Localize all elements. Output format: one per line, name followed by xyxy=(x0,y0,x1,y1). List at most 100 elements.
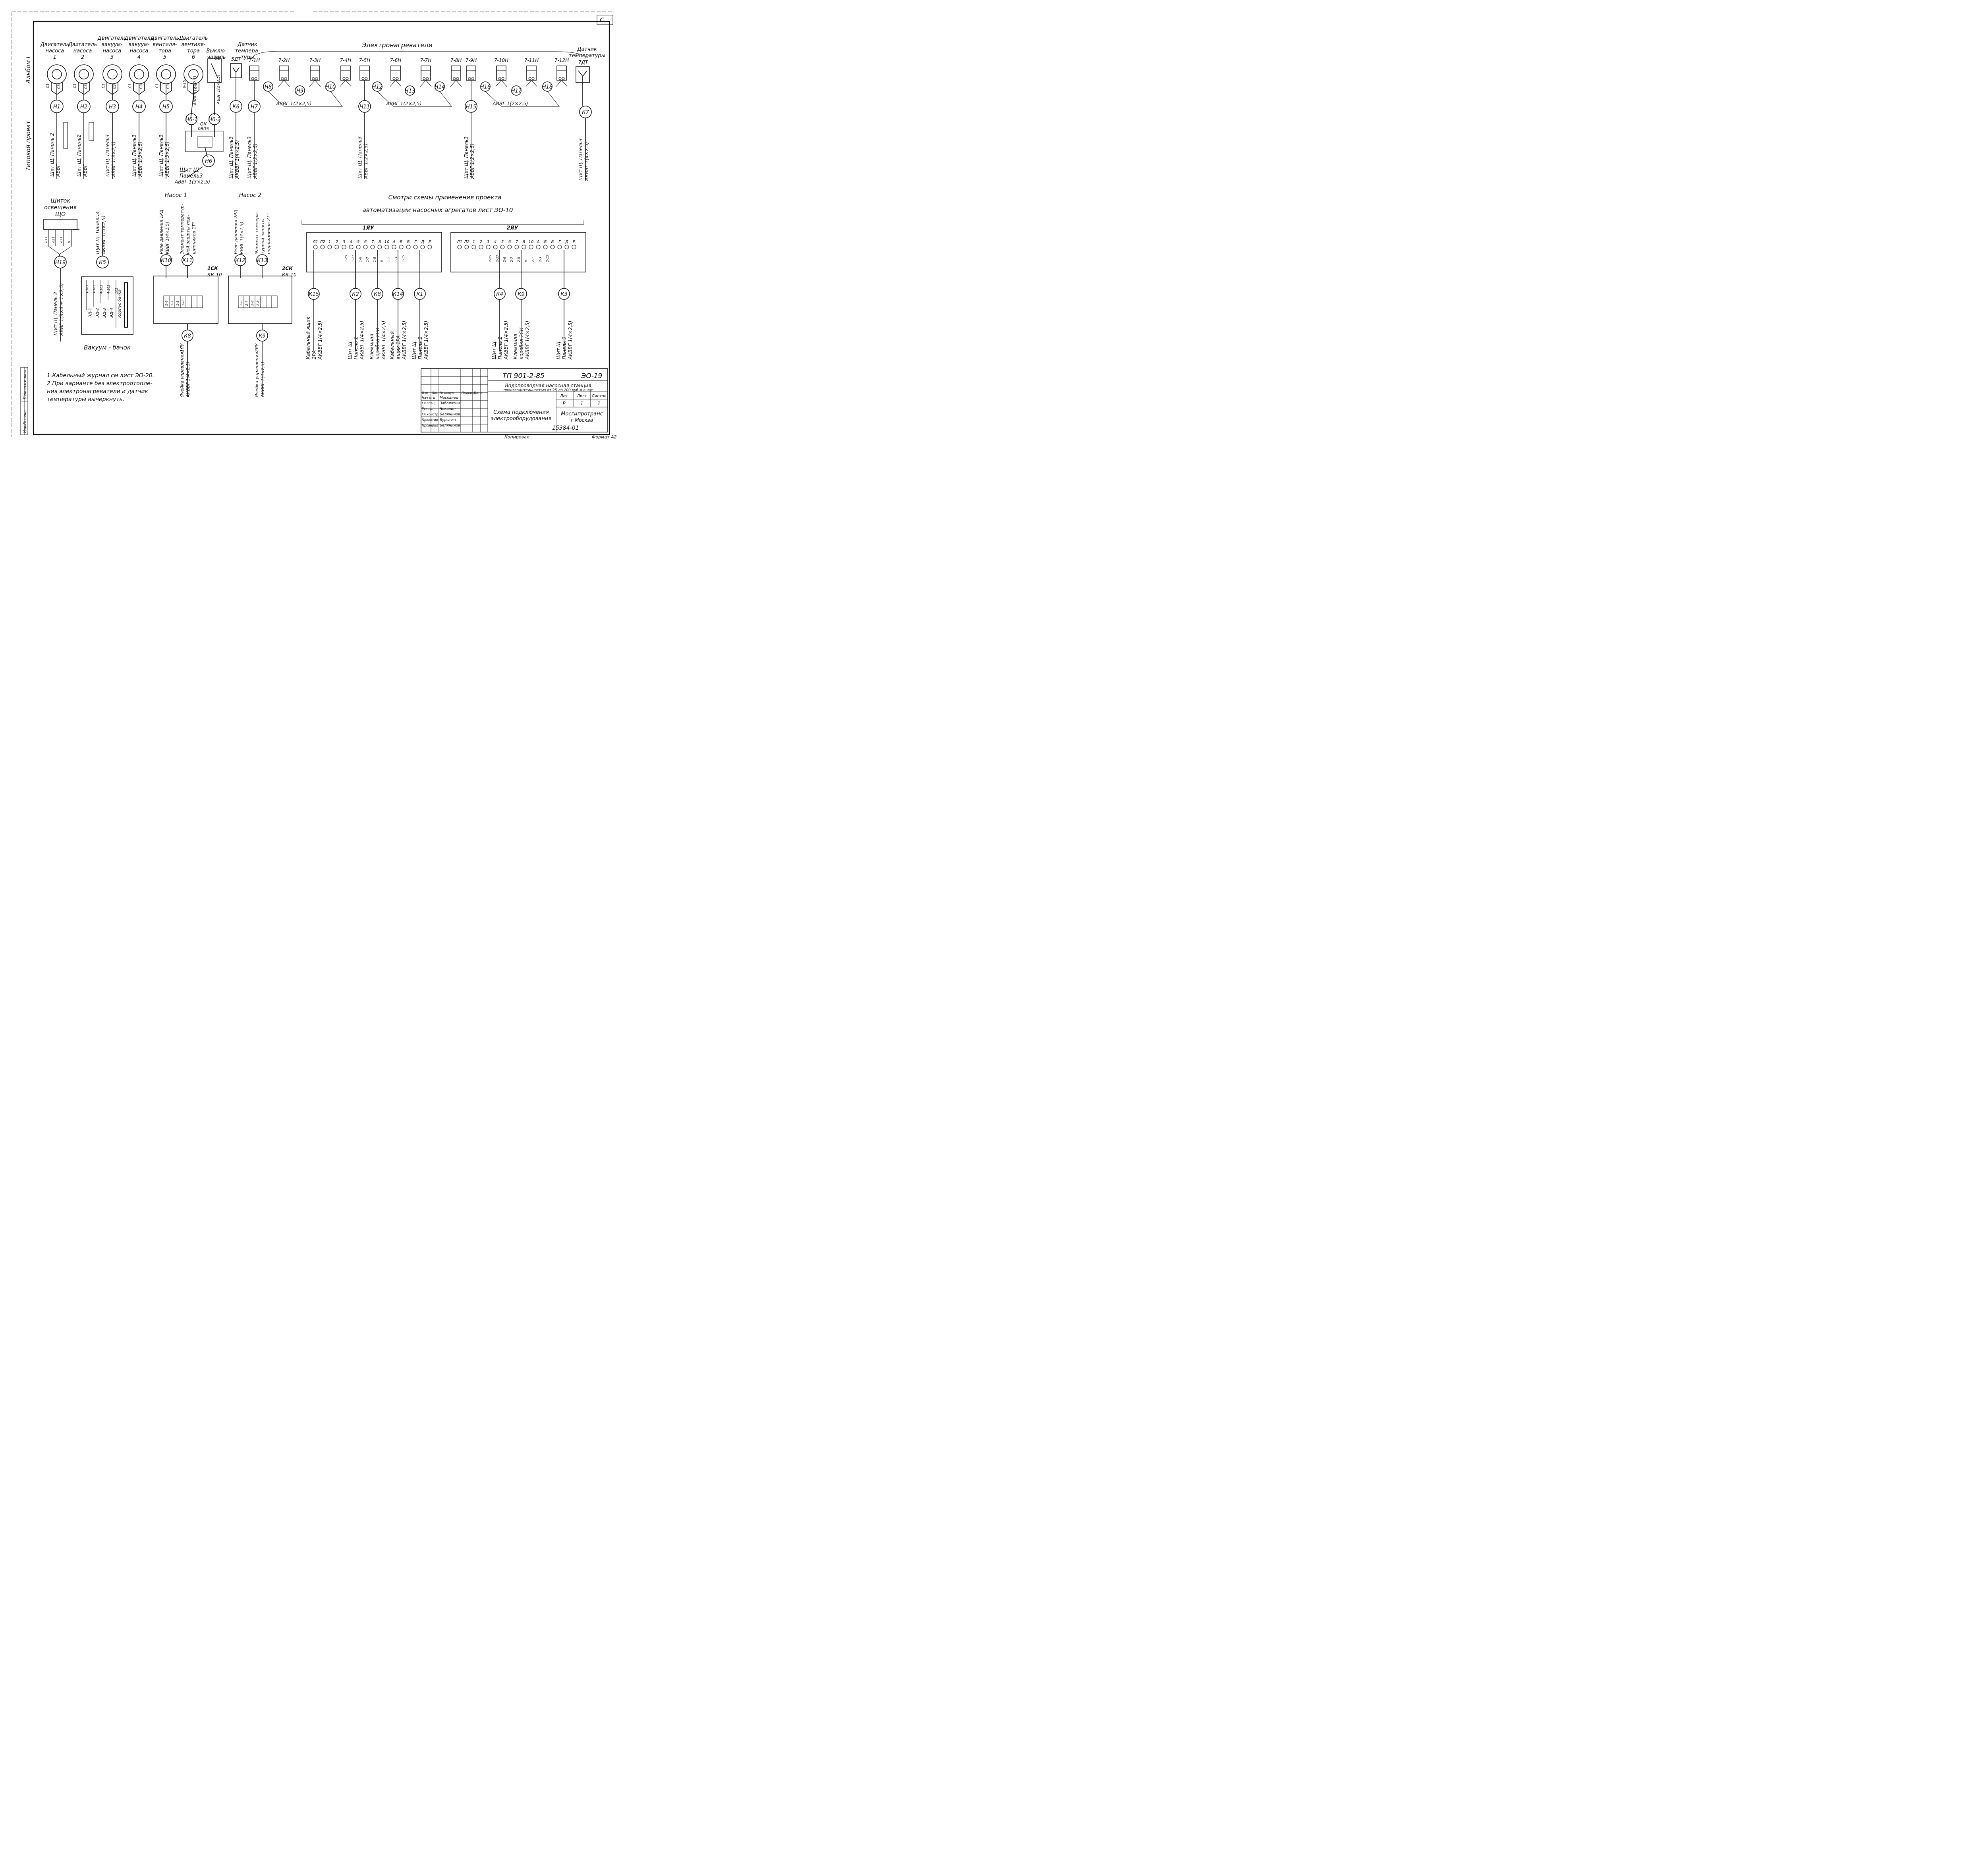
heater-8 xyxy=(451,66,461,81)
label: АВВГ 1(2×2,5) xyxy=(193,76,197,106)
node-label: К11 xyxy=(182,258,193,264)
terminal xyxy=(507,245,512,249)
node-label: Н18 xyxy=(542,84,553,90)
label: 2-7 xyxy=(245,300,249,306)
node-label: Н9 xyxy=(296,88,303,94)
heater-5 xyxy=(359,66,370,81)
archive-number: 15384-01 xyxy=(552,425,579,431)
terminal xyxy=(197,295,203,308)
note: 1.Кабельный журнал см лист ЭО-20. xyxy=(47,372,154,379)
label: Р xyxy=(562,401,566,406)
label: АКВВГ 1(4×2,5) xyxy=(260,362,265,398)
label: Лит xyxy=(560,394,568,398)
header-brace xyxy=(254,51,588,58)
header-label: вакуум- xyxy=(101,42,123,48)
label: АКВВГ 1(4×2,5) xyxy=(185,362,191,398)
control-cell xyxy=(306,232,442,272)
label: Щит Щ. xyxy=(491,340,497,359)
terminal xyxy=(420,245,425,249)
header-label: Выклю- xyxy=(207,48,227,54)
title-col: Лист xyxy=(431,391,440,395)
label: АКВВГ 1(4×2,5) xyxy=(525,321,530,360)
label: 1-8 xyxy=(176,301,180,306)
label: 1-8 xyxy=(182,301,185,306)
wire xyxy=(48,246,72,255)
terminal xyxy=(312,77,315,80)
note: температуры вычеркнуть. xyxy=(47,396,124,403)
corner-box xyxy=(597,15,613,25)
terminal xyxy=(399,245,404,249)
terminal xyxy=(346,77,349,80)
heater-label: 7-4Н xyxy=(340,58,352,63)
motor-rotor xyxy=(134,69,144,79)
label: производительностью от 25 до 200 куб.м в… xyxy=(503,388,593,392)
label: Щит Щ. Панель3 xyxy=(578,139,583,181)
node-label: Н16 xyxy=(480,84,491,90)
label: С1 xyxy=(46,83,50,88)
terminal xyxy=(349,245,354,249)
label: Элемент температур- xyxy=(180,204,185,255)
terminal xyxy=(284,77,287,80)
heater-9 xyxy=(466,66,476,81)
terminal xyxy=(498,77,501,80)
node-label: Н12 xyxy=(372,84,383,90)
terminal xyxy=(384,245,389,249)
terminal xyxy=(543,245,548,249)
cable-group-label: АВВГ 1(2×2,5) xyxy=(386,101,422,106)
terminal xyxy=(456,77,459,80)
label: 102 xyxy=(115,288,118,294)
label: В xyxy=(551,240,554,244)
label: Л1 xyxy=(312,240,318,244)
junction-box xyxy=(153,276,218,324)
wire xyxy=(133,82,145,100)
label: 7 xyxy=(371,240,374,244)
label: Лист xyxy=(576,394,587,398)
node-label: Н3 xyxy=(109,104,116,110)
header-label: 5 xyxy=(163,54,166,60)
label: КВВГ 1(4×1,5) xyxy=(239,222,244,254)
label: 2СК xyxy=(282,266,293,271)
label: С3 xyxy=(166,84,170,89)
label: 2-6 xyxy=(503,257,506,262)
side-stamp-text: Инв.№ подл. xyxy=(23,409,27,433)
cable-node xyxy=(511,85,522,96)
label: С1 xyxy=(155,83,159,88)
label: 4-105 xyxy=(107,285,110,294)
terminal xyxy=(486,245,491,249)
header-label: 3 xyxy=(110,54,114,60)
node-label: К12 xyxy=(235,258,245,264)
terminal xyxy=(427,245,432,249)
label: 2-6 xyxy=(240,301,243,306)
wire xyxy=(390,80,402,87)
label: Щит Щ. Панель2 xyxy=(76,135,82,177)
label: Ячейка управления1ЯУ xyxy=(180,343,185,398)
motor-1 xyxy=(47,64,67,84)
wire xyxy=(340,80,352,87)
label: Щит Щ. Панель 2 xyxy=(53,292,58,336)
label: Панель 2 xyxy=(497,336,503,359)
label: Формат А2 xyxy=(592,434,617,440)
label: ЭД-4 xyxy=(110,308,114,318)
label: 1-7 xyxy=(366,257,369,262)
drawing-sheet: { "corner_mark":"С", "side":{"album":"Ал… xyxy=(0,0,623,445)
label: Г xyxy=(414,240,417,244)
node-label: Н6-1 xyxy=(185,117,197,123)
label: ТП 901-2-85 xyxy=(502,372,545,380)
label: Бурыгин xyxy=(440,418,456,422)
wire xyxy=(268,91,343,107)
heater-4 xyxy=(340,66,351,81)
label: 1-27 xyxy=(352,255,355,262)
header-label: темпера- xyxy=(235,48,260,54)
label: Л11 xyxy=(44,237,48,243)
label: 2-25 xyxy=(489,255,492,262)
cable-node xyxy=(405,85,415,96)
label: Л21 xyxy=(52,237,55,243)
label: АКВВГ 1(4×2,5) xyxy=(317,321,323,360)
label: ЭД-2 xyxy=(95,308,100,318)
label: АВВГ xyxy=(55,164,61,177)
label: Схема подключения xyxy=(493,409,549,415)
label: Л31 xyxy=(60,237,63,243)
node-label: К15 xyxy=(309,291,319,297)
heater-label: 7-2Н xyxy=(278,58,290,63)
